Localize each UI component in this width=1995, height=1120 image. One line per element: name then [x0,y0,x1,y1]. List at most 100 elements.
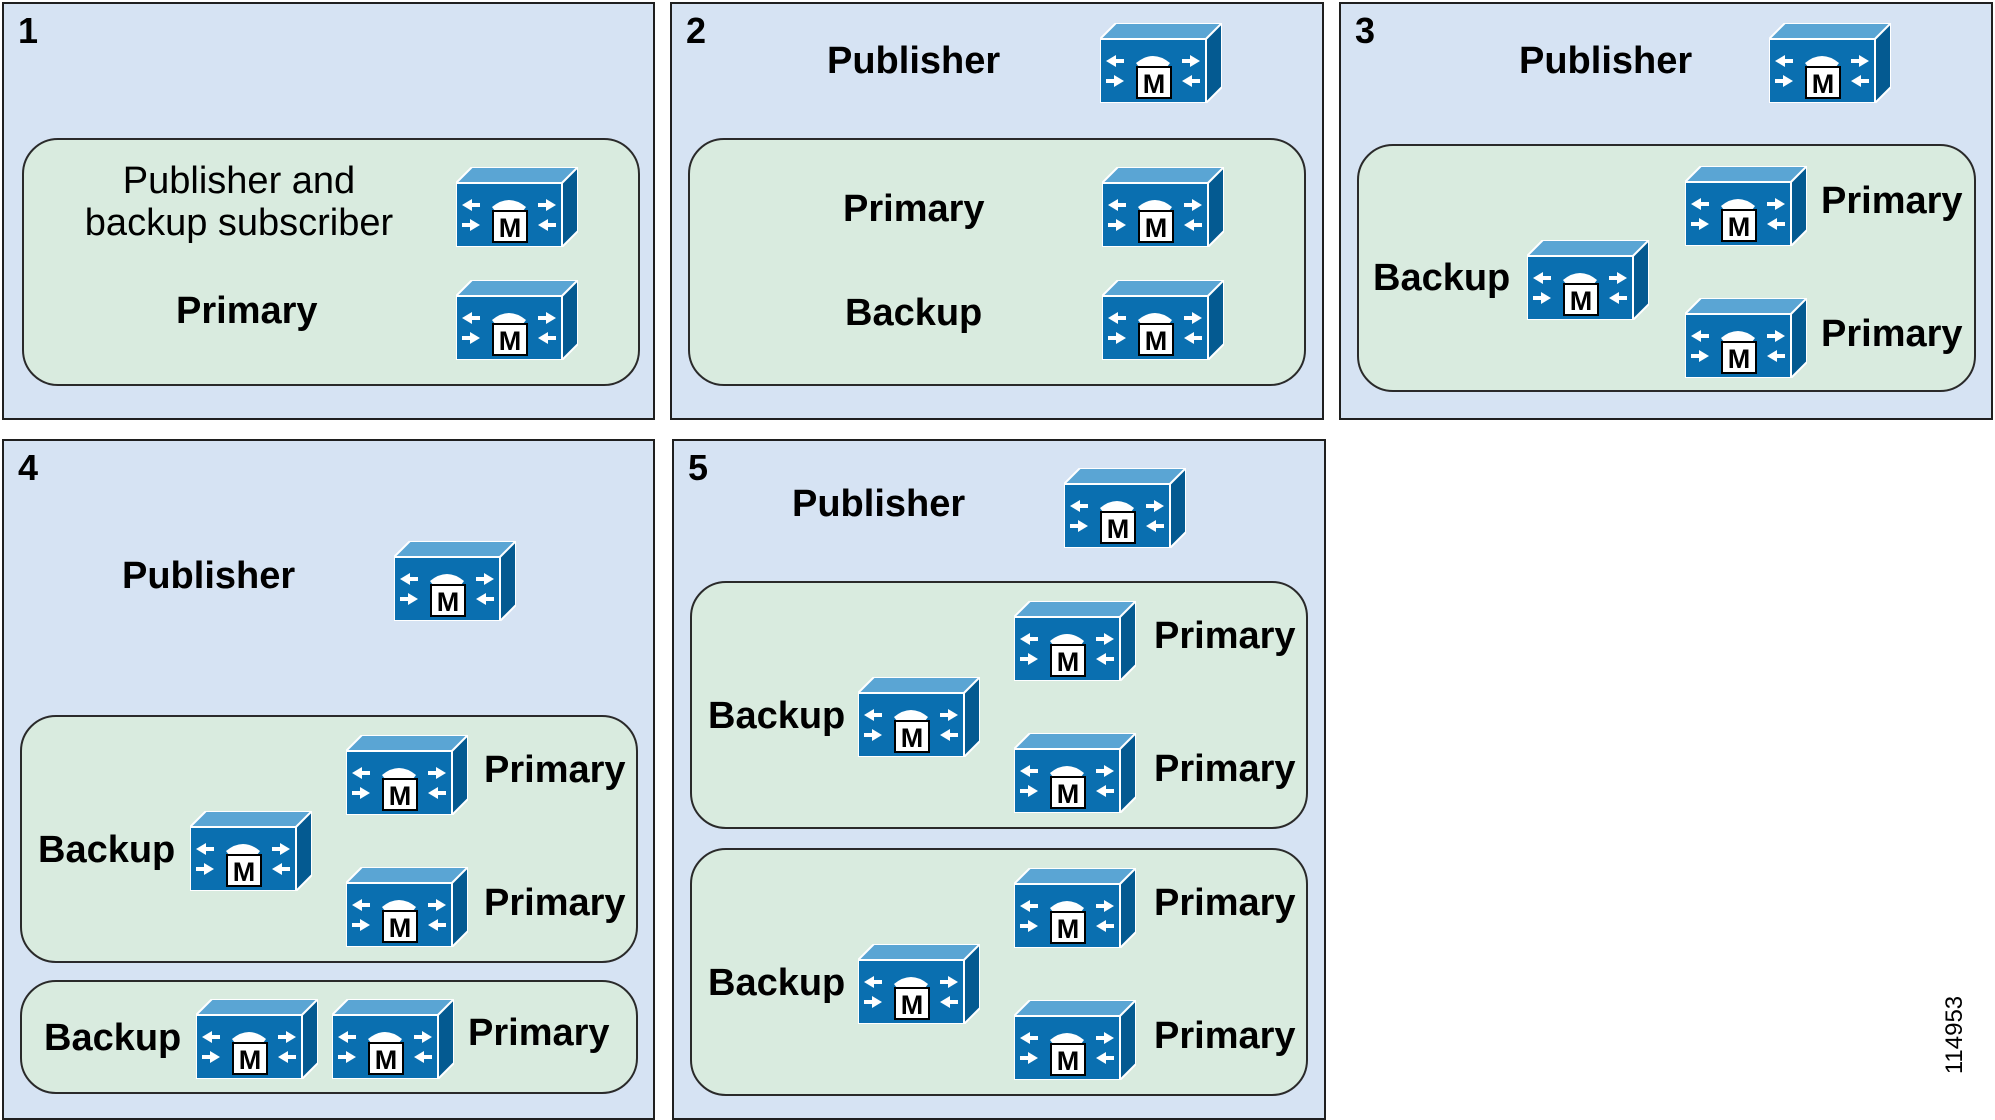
server-icon: M [456,280,578,360]
server-icon: M [858,944,980,1024]
server-icon: M [1527,240,1649,320]
server-icon: M [1100,23,1222,103]
publisher-label: Publisher [827,40,1001,82]
server-icon: M [858,677,980,757]
server-icon: M [346,735,468,815]
svg-text:M: M [1728,344,1751,374]
svg-text:M: M [1145,326,1168,356]
panel-1: 1 Publisher and backup subscriber Primar… [2,2,655,420]
backup-label: Backup [44,1017,182,1059]
primary-label: Primary [1821,180,1963,222]
server-icon: M [394,541,516,621]
panel-4: 4 Publisher M Backup M M Primary [2,439,655,1120]
svg-text:M: M [389,913,412,943]
backup-label: Backup [38,829,176,871]
panel-number: 3 [1355,10,1376,51]
server-icon: M [1769,23,1891,103]
server-icon: M [196,999,318,1079]
server-icon: M [346,867,468,947]
server-icon: M [858,944,980,1024]
server-icon: M [1014,1000,1136,1080]
backup-label: Backup [845,292,983,334]
svg-text:M: M [1057,779,1080,809]
svg-text:M: M [389,781,412,811]
panel-2: 2 Publisher M Primary Backup M M [670,2,1324,420]
primary-label: Primary [484,749,626,791]
panel-number: 5 [688,447,709,488]
publisher-label: Publisher [1519,40,1693,82]
svg-text:M: M [1570,286,1593,316]
server-icon: M [1100,23,1222,103]
figure-number-text: 114953 [1941,995,1968,1075]
server-icon: M [190,811,312,891]
backup-label: Backup [708,962,846,1004]
server-icon: M [190,811,312,891]
svg-text:M: M [1143,69,1166,99]
svg-text:M: M [1812,69,1835,99]
server-icon: M [456,280,578,360]
svg-text:M: M [1145,213,1168,243]
svg-text:M: M [499,213,522,243]
server-icon: M [394,541,516,621]
svg-text:M: M [1057,1046,1080,1076]
subscriber-group: Publisher and backup subscriber Primary … [22,138,640,386]
server-icon: M [196,999,318,1079]
publisher-and-backup-label: Publisher and backup subscriber [84,160,394,244]
svg-text:M: M [1057,914,1080,944]
server-icon: M [346,735,468,815]
server-icon: M [346,867,468,947]
server-icon: M [332,999,454,1079]
panel-3: 3 Publisher M Backup M M Primary [1339,2,1993,420]
server-icon: M [1102,280,1224,360]
server-icon: M [1064,468,1186,548]
svg-text:M: M [437,587,460,617]
server-icon: M [1527,240,1649,320]
subscriber-group: Backup M M Primary M Primary [20,715,638,963]
panel-5: 5 Publisher M Backup M M Primary [672,439,1326,1120]
svg-text:M: M [233,857,256,887]
svg-text:M: M [1057,647,1080,677]
panel-number: 4 [18,447,39,488]
primary-label: Primary [1154,882,1296,924]
svg-text:M: M [499,326,522,356]
panel-number: 1 [18,10,39,51]
subscriber-group: Backup M M Primary M Primary [690,581,1308,829]
backup-label: Backup [708,695,846,737]
server-icon: M [1014,601,1136,681]
server-icon: M [1014,733,1136,813]
primary-label: Primary [843,188,985,230]
svg-text:M: M [239,1045,262,1075]
primary-label: Primary [1154,748,1296,790]
subscriber-group: Backup M M Primary [20,980,638,1094]
svg-text:M: M [1107,514,1130,544]
server-icon: M [1014,1000,1136,1080]
server-icon: M [456,167,578,247]
server-icon: M [332,999,454,1079]
server-icon: M [1014,868,1136,948]
server-icon: M [858,677,980,757]
server-icon: M [1685,298,1807,378]
primary-label: Primary [468,1012,610,1054]
publisher-label: Publisher [792,483,966,525]
subscriber-group: Primary Backup M M [688,138,1306,386]
svg-text:M: M [1728,212,1751,242]
figure-number: 114953 [1935,985,1975,1085]
subscriber-group: Backup M M Primary M Primary [1357,144,1976,392]
server-icon: M [1064,468,1186,548]
server-icon: M [1685,166,1807,246]
backup-label: Backup [1373,257,1511,299]
server-icon: M [1685,166,1807,246]
server-icon: M [1014,733,1136,813]
svg-text:M: M [375,1045,398,1075]
primary-label: Primary [176,290,318,332]
primary-label: Primary [484,882,626,924]
panel-number: 2 [686,10,707,51]
primary-label: Primary [1154,615,1296,657]
server-icon: M [1769,23,1891,103]
subscriber-group: Backup M M Primary M Primary [690,848,1308,1096]
svg-text:M: M [901,723,924,753]
svg-text:M: M [901,990,924,1020]
server-icon: M [456,167,578,247]
publisher-label: Publisher [122,555,296,597]
server-icon: M [1102,167,1224,247]
